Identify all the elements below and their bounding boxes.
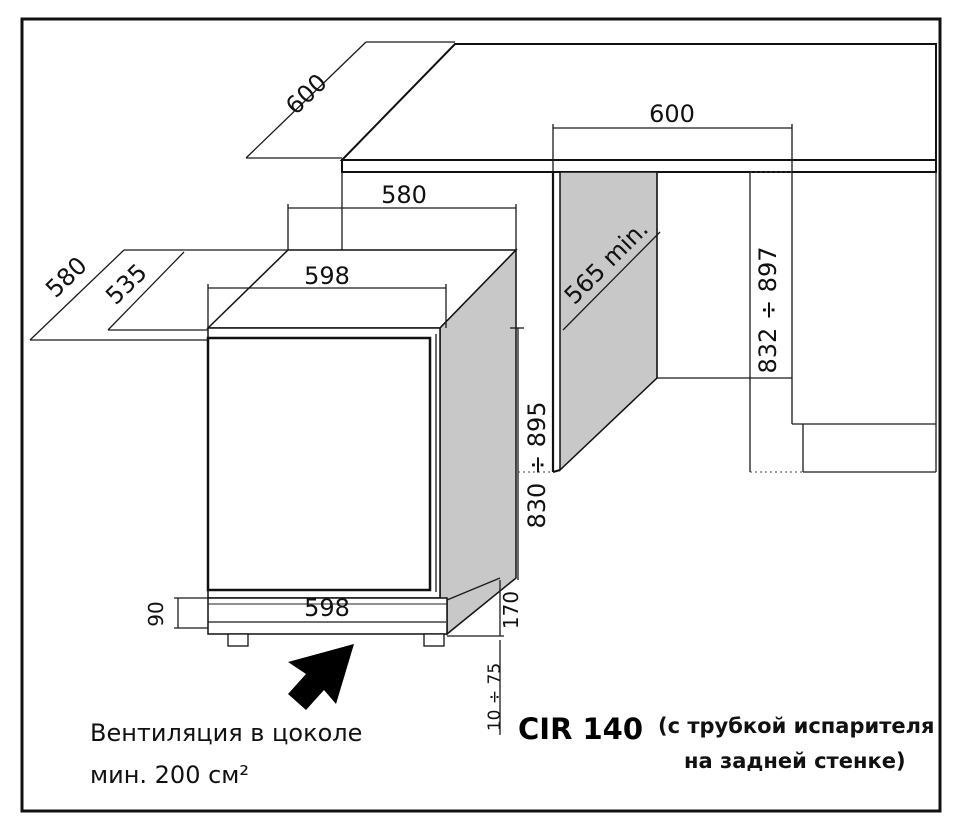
ventilation-arrow-icon <box>288 644 354 710</box>
appliance <box>206 248 518 647</box>
cabinet-width-top-label: 598 <box>304 262 350 290</box>
model-note-line2: на задней стенке) <box>684 749 906 773</box>
niche-height-dimension: 832 ÷ 897 <box>749 171 803 473</box>
niche-height-label: 832 ÷ 897 <box>754 247 782 374</box>
plinth-height-dimension: 90 <box>144 597 208 629</box>
plinth-width-label: 598 <box>304 594 350 622</box>
feet-adjust-dimension: 10 ÷ 75 <box>485 640 505 735</box>
ventilation-caption-line2: мин. 200 см² <box>90 761 249 789</box>
cabinet-depth-left-label: 580 <box>40 251 92 303</box>
plinth-depth-dimension: 170 <box>447 580 523 637</box>
model-note-line1: (с трубкой испарителя <box>658 714 935 738</box>
cabinet-depth-top-label: 580 <box>381 181 427 209</box>
niche <box>551 171 937 474</box>
cabinet-depth-inner-dimension: 535 <box>100 251 208 331</box>
foot-right <box>423 633 445 647</box>
countertop-depth-label: 600 <box>280 68 332 120</box>
appliance-door <box>206 336 432 592</box>
countertop <box>339 43 937 250</box>
plinth-height-label: 90 <box>144 601 168 626</box>
ventilation-caption-line1: Вентиляция в цоколе <box>90 719 362 747</box>
plinth-depth-label: 170 <box>499 591 523 629</box>
diagram-frame <box>20 17 942 813</box>
cabinet-width-top-dimension: 598 <box>207 262 447 328</box>
cabinet-depth-top-dimension: 580 <box>287 181 517 250</box>
appliance-height-dimension: 830 ÷ 895 <box>510 327 553 580</box>
niche-side-panel <box>559 171 658 472</box>
niche-width-label: 600 <box>649 100 695 128</box>
foot-left <box>227 633 249 647</box>
plinth-width-dimension: 598 <box>208 594 446 623</box>
niche-width-dimension: 600 <box>552 100 793 172</box>
appliance-height-label: 830 ÷ 895 <box>523 402 551 529</box>
feet-adjust-label: 10 ÷ 75 <box>485 663 505 731</box>
model-name: CIR 140 <box>518 712 643 746</box>
